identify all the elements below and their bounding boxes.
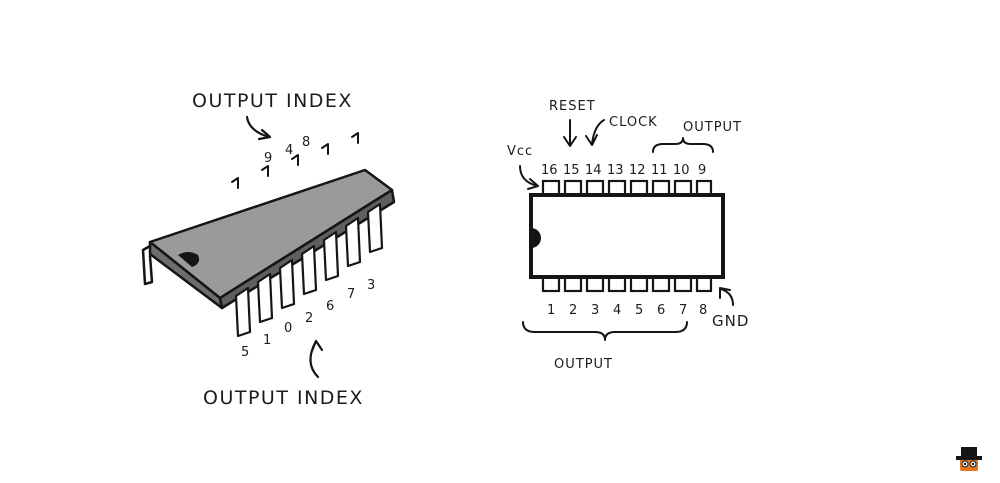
clock-label: CLOCK — [609, 115, 658, 130]
gnd-arrow — [719, 287, 734, 306]
pinout-chip-notch — [531, 228, 541, 248]
pinout-top-pin-number: 11 — [651, 163, 668, 178]
pinout-top-pin-numbers: 16 15 14 13 12 11 10 9 — [541, 163, 706, 178]
chip-3d: OUTPUT INDEX 9 4 8 5 1 0 2 6 7 3 OUTPUT … — [141, 90, 396, 409]
left-bottom-arrow — [309, 339, 324, 379]
pinout-bottom-pin-number: 6 — [657, 303, 665, 318]
pinout-top-pins — [541, 179, 713, 197]
left-bottom-output-index-label: OUTPUT INDEX — [203, 387, 364, 409]
pinout-bottom-pin-number: 7 — [679, 303, 687, 318]
left-top-arrow — [245, 115, 272, 141]
pinout-bottom-pin-number: 8 — [699, 303, 707, 318]
left-top-pin-number: 4 — [285, 143, 293, 158]
reset-arrow — [563, 119, 577, 147]
top-output-label: OUTPUT — [683, 120, 742, 135]
gnd-label: GND — [712, 312, 749, 330]
chip-pinout: 16 15 14 13 12 11 10 9 1 2 3 4 5 6 7 8 V… — [507, 99, 749, 372]
left-bottom-pin-number: 2 — [305, 311, 313, 326]
clock-arrow — [585, 119, 605, 146]
pinout-bottom-pins — [541, 275, 713, 293]
left-top-pin-number: 9 — [264, 151, 272, 166]
left-bottom-pin-numbers: 5 1 0 2 6 7 3 — [241, 278, 375, 360]
pinout-bottom-pin-number: 2 — [569, 303, 577, 318]
mascot-icon — [956, 447, 982, 471]
pinout-chip-body — [529, 193, 725, 279]
pinout-bottom-pin-numbers: 1 2 3 4 5 6 7 8 — [547, 303, 707, 318]
pinout-bottom-pin-number: 3 — [591, 303, 599, 318]
top-output-brace — [652, 137, 714, 153]
left-bottom-pin-number: 0 — [284, 321, 292, 336]
pinout-top-pin-number: 15 — [563, 163, 580, 178]
left-top-pin-number: 8 — [302, 135, 310, 150]
left-top-output-index-label: OUTPUT INDEX — [192, 90, 353, 112]
pinout-top-pin-number: 10 — [673, 163, 690, 178]
chip-3d-back-pins — [231, 132, 359, 189]
pinout-top-pin-number: 12 — [629, 163, 646, 178]
pinout-bottom-pin-number: 4 — [613, 303, 621, 318]
left-bottom-pin-number: 6 — [326, 299, 334, 314]
vcc-label: Vcc — [507, 144, 533, 159]
pinout-top-pin-number: 16 — [541, 163, 558, 178]
chip-3d-notch — [178, 252, 200, 267]
bottom-output-label: OUTPUT — [554, 357, 613, 372]
pinout-top-pin-number: 14 — [585, 163, 602, 178]
pinout-bottom-pin-number: 5 — [635, 303, 643, 318]
chip-3d-front-pins — [234, 202, 384, 338]
left-bottom-pin-number: 1 — [263, 333, 271, 348]
pinout-bottom-pin-number: 1 — [547, 303, 555, 318]
left-bottom-pin-number: 5 — [241, 345, 249, 360]
bottom-output-brace — [522, 321, 688, 341]
pinout-top-pin-number: 13 — [607, 163, 624, 178]
left-bottom-pin-number: 3 — [367, 278, 375, 293]
reset-label: RESET — [549, 99, 596, 114]
left-bottom-pin-number: 7 — [347, 287, 355, 302]
pinout-top-pin-number: 9 — [698, 163, 706, 178]
left-top-pin-numbers: 9 4 8 — [264, 135, 310, 166]
vcc-arrow — [519, 165, 539, 190]
